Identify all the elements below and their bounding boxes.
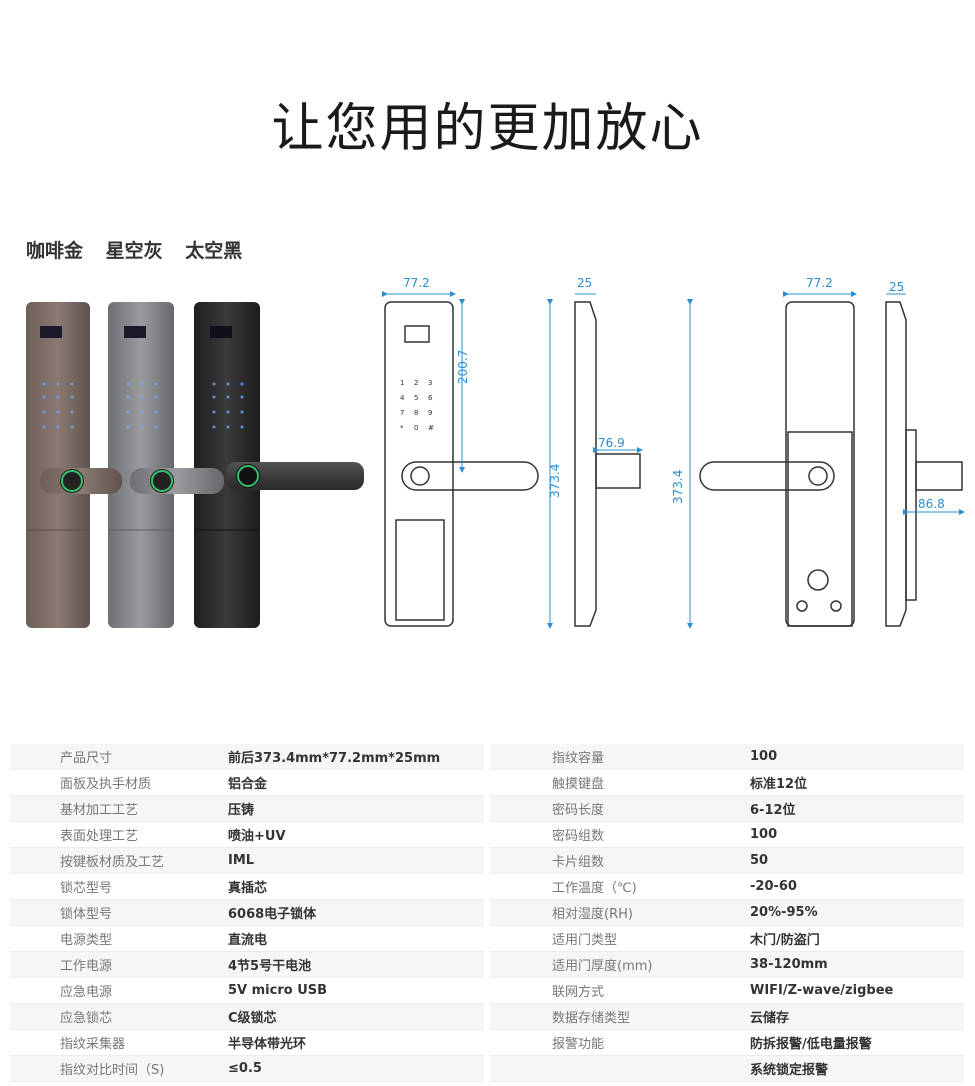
table-row: 基材加工工艺压铸: [10, 796, 484, 822]
dim-side-depth: 25: [577, 276, 593, 290]
dim-spindle-back: 86.8: [918, 497, 945, 511]
svg-text:9: 9: [428, 409, 432, 417]
back-drawing: [699, 301, 855, 627]
page-title: 让您用的更加放心: [271, 99, 704, 159]
lock-star-grey: [108, 302, 174, 628]
dim-total-height-front: 373.4: [548, 463, 562, 498]
color-label-coffee-gold: 咖啡金: [26, 240, 84, 262]
table-row: 系统锁定报警: [490, 1056, 964, 1082]
svg-text:#: #: [428, 424, 434, 432]
product-illustration: 1 2 3 4 5 6 7 8 9 * 0 #: [26, 291, 965, 629]
table-row: 触摸键盘标准12位: [490, 770, 964, 796]
svg-text:7: 7: [400, 409, 404, 417]
svg-text:0: 0: [414, 424, 418, 432]
lock-coffee-gold: [26, 302, 90, 628]
svg-text:6: 6: [428, 394, 433, 402]
table-row: 报警功能防拆报警/低电量报警: [490, 1030, 964, 1056]
table-row: 表面处理工艺喷油+UV: [10, 822, 484, 848]
table-row: 电源类型直流电: [10, 926, 484, 952]
dim-front-width: 77.2: [403, 276, 430, 290]
table-row: 数据存储类型云储存: [490, 1004, 964, 1030]
dim-spindle-front: 76.9: [598, 436, 625, 450]
dim-keypad-height: 200.7: [456, 349, 470, 384]
table-row: 适用门类型木门/防盗门: [490, 926, 964, 952]
color-label-star-grey: 星空灰: [105, 240, 163, 262]
svg-text:8: 8: [414, 409, 418, 417]
table-row: 工作温度（℃)-20-60: [490, 874, 964, 900]
color-options: 咖啡金 星空灰 太空黑: [26, 236, 258, 263]
side-drawing-back: [885, 301, 963, 627]
table-row: 指纹对比时间（S)≤0.5: [10, 1056, 484, 1082]
dimension-lines: [382, 291, 965, 629]
color-label-space-black: 太空黑: [185, 240, 243, 262]
handles: [40, 462, 364, 494]
front-drawing: 1 2 3 4 5 6 7 8 9 * 0 #: [384, 301, 539, 627]
table-row: 指纹采集器半导体带光环: [10, 1030, 484, 1056]
table-row: 面板及执手材质铝合金: [10, 770, 484, 796]
svg-text:2: 2: [414, 379, 418, 387]
dim-total-height-back: 373.4: [671, 469, 685, 504]
lock-space-black: [194, 302, 260, 628]
svg-text:*: *: [400, 424, 404, 432]
svg-text:5: 5: [414, 394, 418, 402]
table-row: 锁芯型号真插芯: [10, 874, 484, 900]
dim-back-depth: 25: [889, 280, 905, 294]
side-drawing-front: [574, 301, 641, 627]
svg-text:4: 4: [400, 394, 405, 402]
spec-column-left: 产品尺寸前后373.4mm*77.2mm*25mm 面板及执手材质铝合金 基材加…: [10, 744, 484, 1082]
dim-back-width: 77.2: [806, 276, 833, 290]
svg-text:1: 1: [400, 379, 404, 387]
table-row: 相对湿度(RH)20%-95%: [490, 900, 964, 926]
table-row: 适用门厚度(mm)38-120mm: [490, 952, 964, 978]
svg-text:3: 3: [428, 379, 432, 387]
table-row: 产品尺寸前后373.4mm*77.2mm*25mm: [10, 744, 484, 770]
